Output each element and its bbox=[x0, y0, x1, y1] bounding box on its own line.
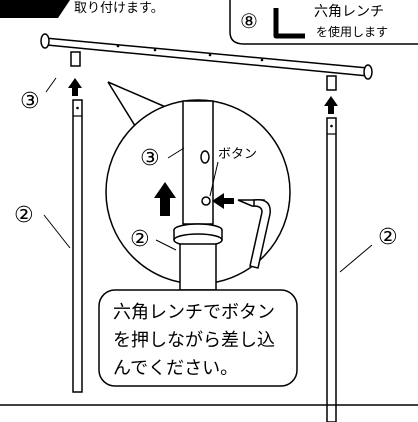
instruction-note: 六角レンチでボタン を押しながら差し込 んでください。 bbox=[98, 289, 298, 387]
top-bar bbox=[40, 33, 373, 91]
tool-callout: ⑧ 六角レンチ を使用します bbox=[229, 0, 418, 45]
push-button bbox=[201, 196, 211, 206]
left-pole bbox=[72, 99, 83, 393]
zoom-label-top: ③ bbox=[140, 146, 160, 171]
zoom-detail: ③ ② ボタン bbox=[105, 81, 291, 291]
tool-part-number: ⑧ bbox=[240, 9, 258, 33]
right-pole bbox=[326, 117, 337, 422]
tool-callout-line1: 六角レンチ bbox=[314, 4, 384, 20]
hex-wrench-icon bbox=[273, 8, 305, 39]
label-top-bar: ③ bbox=[20, 89, 40, 114]
label-right-pole: ② bbox=[378, 225, 398, 250]
zoom-label-bottom: ② bbox=[130, 227, 150, 252]
step-title-fragment: 取り付けます。 bbox=[74, 1, 164, 16]
label-left-pole: ② bbox=[14, 203, 34, 228]
tool-callout-line2: を使用します bbox=[316, 24, 388, 39]
note-line1: 六角レンチでボタン bbox=[113, 302, 275, 323]
up-arrow-icon bbox=[154, 182, 176, 216]
note-line2: を押しながら差し込 bbox=[113, 330, 275, 351]
insert-arrow-icon bbox=[324, 96, 338, 114]
push-arrow-icon bbox=[212, 193, 234, 209]
step-badge: 取り付けます。 bbox=[0, 0, 164, 18]
insert-arrow-icon bbox=[68, 78, 82, 96]
button-label: ボタン bbox=[218, 147, 257, 162]
note-line3: んでください。 bbox=[113, 358, 238, 379]
